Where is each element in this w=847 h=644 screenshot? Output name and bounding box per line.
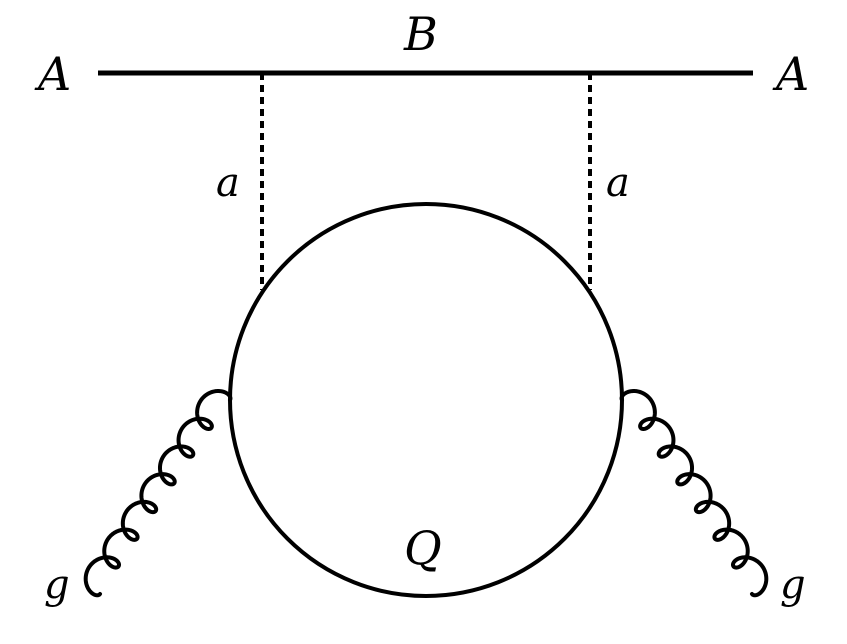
left-exchange-label: a	[216, 160, 240, 206]
internal-fermion-label: B	[403, 7, 438, 61]
left-fermion-label: A	[34, 47, 71, 101]
left-gluon-line	[83, 389, 233, 598]
left-gluon-label: g	[44, 562, 70, 608]
right-gluon-label: g	[780, 562, 806, 608]
loop-label: Q	[404, 521, 442, 575]
right-gluon-line	[619, 389, 769, 598]
right-fermion-label: A	[772, 47, 809, 101]
right-exchange-label: a	[606, 160, 630, 206]
